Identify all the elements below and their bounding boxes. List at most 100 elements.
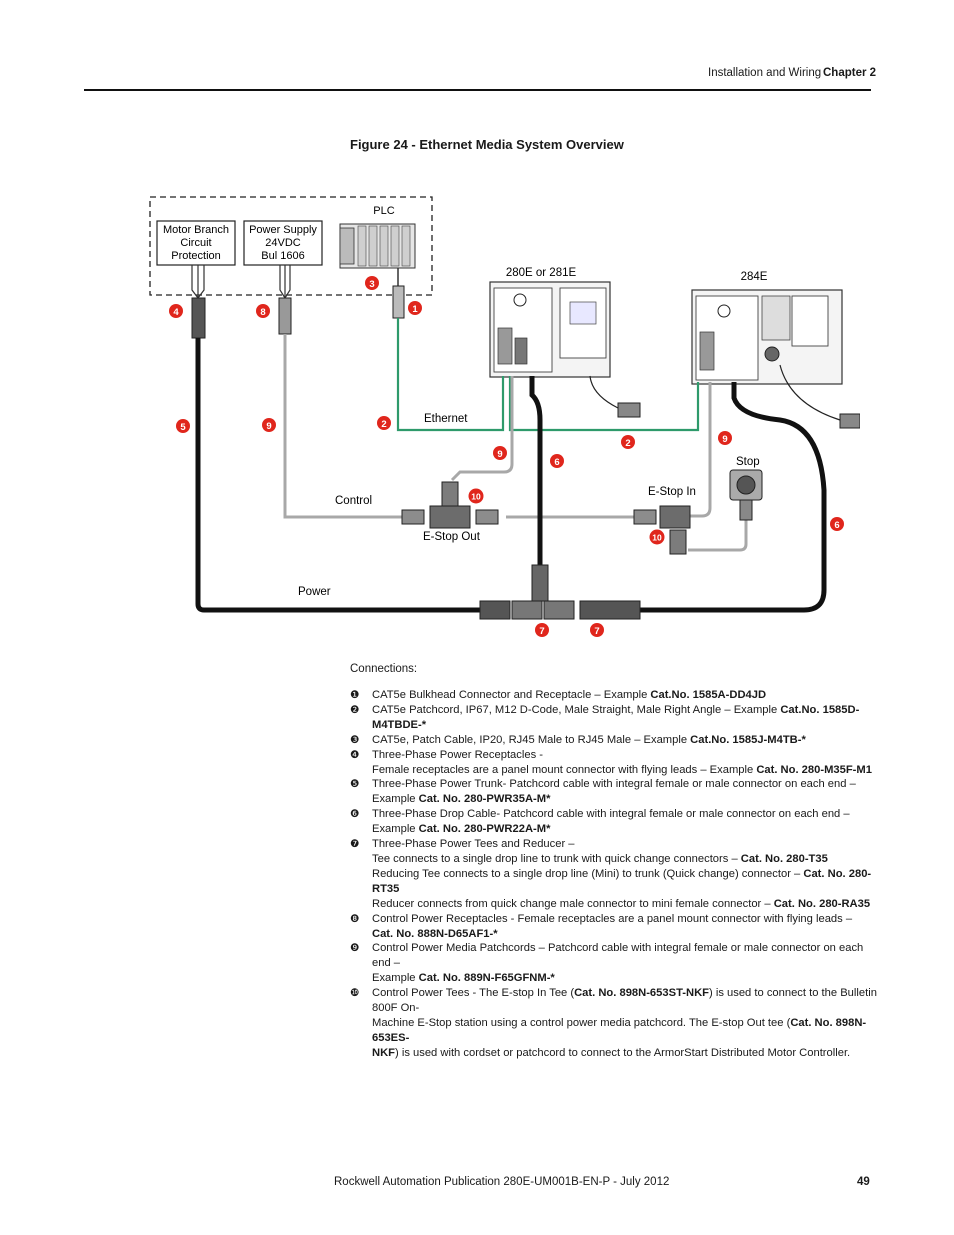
motor-branch-label-3: Protection [171,250,221,262]
catalog-number: Cat. No. 898N-653ST-NKF [574,987,709,1000]
power-supply-box [243,220,323,266]
connection-line: Example Cat. No. 889N-F65GFNM-* [372,972,555,985]
connection-number: ❻ [350,808,360,821]
callout-9-drop: 9 [493,446,507,460]
connection-line: Example Cat. No. 280-PWR22A-M* [372,823,551,836]
connection-item: ❺ Three-Phase Power Trunk- Patchcord cabl… [350,777,880,807]
unit-280-label: 280E or 281E [506,267,577,279]
svg-text:9: 9 [722,434,727,445]
connection-item: ❻ Three-Phase Drop Cable- Patchcord cable… [350,807,880,837]
connection-line: Reducer connects from quick change male … [372,897,871,910]
control-label: Control [335,495,372,507]
callout-10-estop-out: 10 [468,488,484,504]
svg-text:2: 2 [625,438,630,449]
connection-number: ❾ [350,942,360,955]
ethernet-line-280-to-284 [508,376,700,432]
connection-item: ❾ Control Power Media Patchcords – Patchc… [350,941,880,986]
connection-number: ❿ [350,987,360,1000]
ethernet-media-diagram: Motor Branch Circuit Protection Power Su… [149,196,860,637]
plc-label: PLC [373,205,394,217]
connection-line: CAT5e Patchcord, IP67, M12 D-Code, Male … [372,703,860,731]
connection-line: Three-Phase Power Trunk- Patchcord cable… [372,778,856,791]
motor-icon-284 [779,364,860,429]
connection-number: ❸ [350,733,360,746]
armorstart-280e-unit [489,281,611,378]
svg-text:1: 1 [412,304,418,315]
svg-text:8: 8 [260,307,265,318]
callout-7-left: 7 [535,623,549,637]
connection-line: Tee connects to a single drop line to tr… [372,852,828,865]
callout-9-drop-284: 9 [718,431,732,445]
power-tee-assembly [479,564,641,620]
control-receptacle [278,297,292,335]
catalog-number: Cat.No. 1585D-M4TBDE-* [372,703,860,731]
connection-number: ❹ [350,748,360,761]
svg-text:6: 6 [554,457,559,468]
unit-284-label: 284E [741,271,768,283]
connection-line: Three-Phase Drop Cable- Patchcord cable … [372,808,850,821]
stop-station [729,469,763,521]
svg-text:10: 10 [471,492,481,502]
catalog-number: Cat. No. 889N-F65GFNM-* [418,972,555,985]
svg-text:5: 5 [180,422,186,433]
connection-item: ❹ Three-Phase Power Receptacles - Female r… [350,748,880,778]
catalog-number: Cat.No. 1585A-DD4JD [650,689,767,701]
catalog-number: Cat. No. 280-PWR35A-M* [418,793,551,806]
connection-line: Cat. No. 888N-D65AF1-* [372,927,880,942]
power-drop-280 [529,376,543,565]
control-estop-branch [688,520,748,552]
callout-3: 3 [365,276,379,290]
control-drop-280 [450,376,514,482]
connection-number: ❼ [350,838,360,851]
callout-4: 4 [169,304,183,318]
plc-rack [339,223,416,269]
connection-line: CAT5e Bulkhead Connector and Receptacle … [372,689,767,701]
connection-line: Control Power Tees - The E-stop In Tee (… [372,987,877,1015]
figure-title: Figure 24 - Ethernet Media System Overvi… [350,137,624,152]
estop-out-tee [401,481,499,529]
callout-6-drop-284: 6 [830,517,844,531]
connection-line: Reducing Tee connects to a single drop l… [372,867,872,895]
stop-label: Stop [736,456,760,468]
connection-line: Control Power Media Patchcords – Patchco… [372,942,864,970]
connection-line: Female receptacles are a panel mount con… [372,763,872,776]
callout-10-estop-in: 10 [649,529,665,545]
catalog-number: Cat. No. 280-PWR22A-M* [418,823,551,836]
publication-id: Rockwell Automation Publication 280E-UM0… [334,1176,670,1188]
power-drop-284 [640,382,827,613]
connection-line: CAT5e, Patch Cable, IP20, RJ45 Male to R… [372,733,806,746]
callout-6-drop-280: 6 [550,454,564,468]
svg-text:7: 7 [594,626,599,637]
control-trunk [283,334,408,519]
control-drop-284 [688,382,712,518]
estop-out-label: E-Stop Out [423,531,481,543]
catalog-number: Cat.No. 1585J-M4TB-* [690,733,806,746]
catalog-number: Cat. No. 888N-D65AF1-* [372,927,498,940]
callout-5: 5 [176,419,190,433]
catalog-number: Cat. No. 280-RT35 [372,867,872,895]
svg-text:6: 6 [834,520,839,531]
power-label: Power [298,586,331,598]
catalog-number: Cat. No. 280-RA35 [773,897,871,910]
catalog-number: Cat. No. 280-T35 [740,852,828,865]
catalog-number: Cat. No. 280-M35F-M1 [756,763,872,776]
armorstart-284e-unit [691,289,843,385]
power-supply-label-2: 24VDC [265,237,301,249]
callout-9-control: 9 [262,418,276,432]
header-rule [84,89,871,91]
catalog-number: Cat. No. 898N-653ES- [372,1016,867,1044]
callout-2-ethernet-284: 2 [621,435,635,449]
connections-heading: Connections: [350,663,418,675]
power-supply-label-1: Power Supply [249,224,317,236]
connection-number: ❺ [350,778,360,791]
ethernet-line-plc-to-280 [396,318,505,432]
connection-line: Control Power Receptacles - Female recep… [372,912,853,925]
connection-line: Three-Phase Power Receptacles - [372,748,543,761]
motor-branch-leads [191,265,205,299]
section-title: Installation and Wiring [708,67,822,79]
connection-item: ❸ CAT5e, Patch Cable, IP20, RJ45 Male to … [350,733,880,748]
svg-text:4: 4 [173,307,179,318]
